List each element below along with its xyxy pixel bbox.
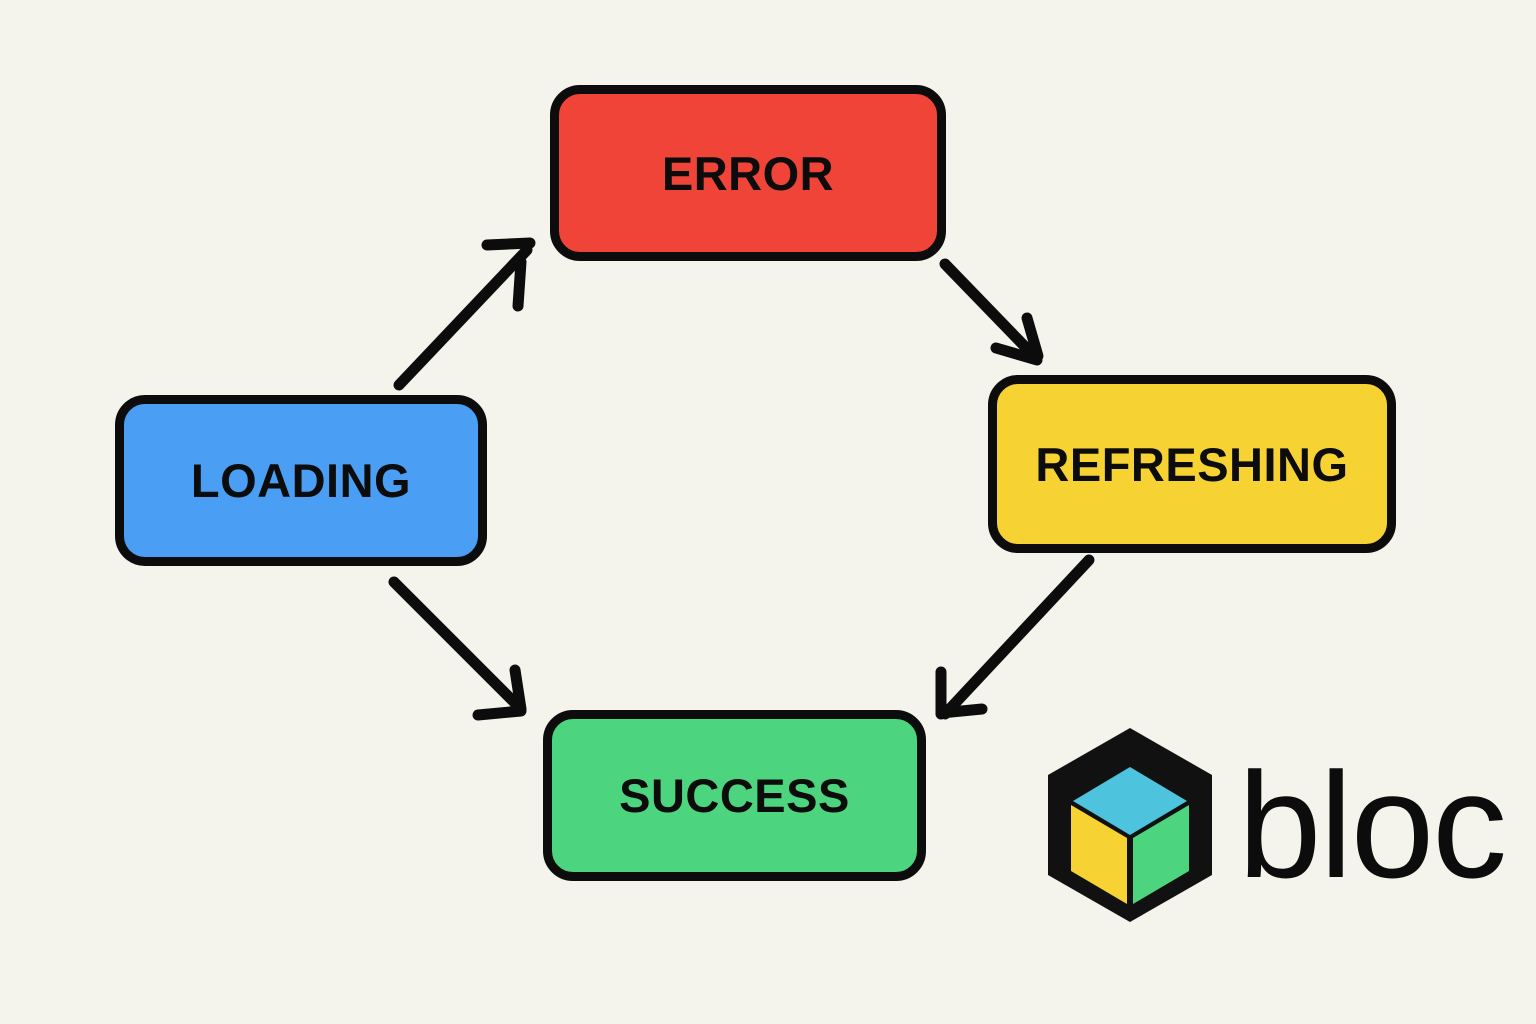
arrow-loading-to-success (388, 576, 527, 721)
state-label-loading: LOADING (190, 454, 412, 507)
state-label-error: ERROR (661, 146, 835, 200)
hexagon-cube-icon (1048, 728, 1212, 922)
arrow-loading-to-error (393, 237, 536, 391)
state-box-refreshing[interactable]: REFRESHING (988, 375, 1396, 553)
state-label-success: SUCCESS (619, 769, 850, 822)
bloc-logo: bloc (1040, 725, 1507, 925)
state-box-loading[interactable]: LOADING (115, 395, 487, 566)
arrow-refreshing-to-success (935, 554, 1095, 720)
state-box-error[interactable]: ERROR (550, 85, 946, 261)
arrow-error-to-refreshing (939, 258, 1044, 366)
state-label-refreshing: REFRESHING (1035, 437, 1349, 491)
bloc-wordmark: bloc (1238, 741, 1507, 909)
state-box-success[interactable]: SUCCESS (543, 710, 926, 881)
